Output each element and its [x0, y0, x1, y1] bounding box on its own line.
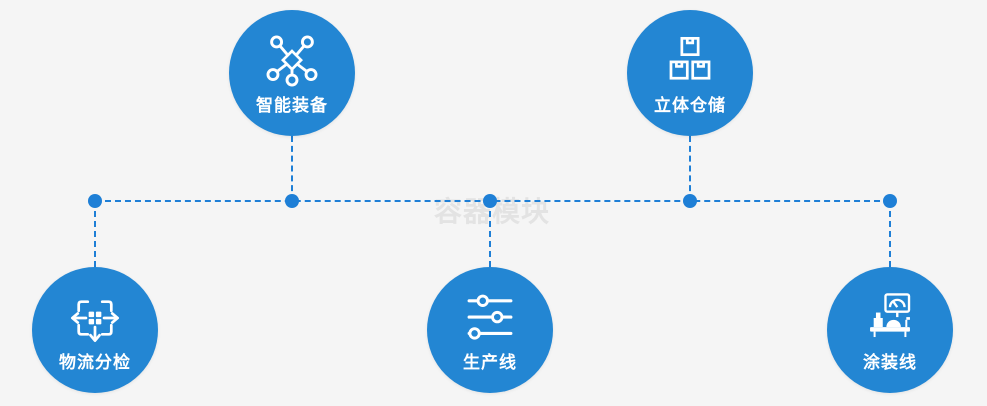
stacked-boxes-icon: [661, 32, 719, 90]
connector-production-line-drop: [489, 201, 491, 267]
junction-dot: [88, 194, 102, 208]
connector-smart-equipment-drop: [291, 136, 293, 201]
node-label: 物流分检: [59, 353, 131, 372]
network-nodes-icon: [263, 32, 321, 90]
node-label: 立体仓储: [654, 96, 726, 115]
junction-dot: [883, 194, 897, 208]
node-label: 智能装备: [256, 96, 328, 115]
node-label: 涂装线: [863, 353, 917, 372]
connector-painting-line-drop: [889, 201, 891, 267]
machine-gauge-icon: [861, 289, 919, 347]
junction-dot: [483, 194, 497, 208]
connector-stereo-warehouse-drop: [689, 136, 691, 201]
node-stereo-warehouse: 立体仓储: [627, 10, 753, 136]
connector-logistics-sorting-drop: [94, 201, 96, 267]
node-production-line: 生产线: [427, 267, 553, 393]
sorting-arrows-icon: [66, 289, 124, 347]
node-smart-equipment: 智能装备: [229, 10, 355, 136]
junction-dot: [285, 194, 299, 208]
junction-dot: [683, 194, 697, 208]
node-painting-line: 涂装线: [827, 267, 953, 393]
node-logistics-sorting: 物流分检: [32, 267, 158, 393]
sliders-icon: [461, 289, 519, 347]
node-label: 生产线: [463, 353, 517, 372]
